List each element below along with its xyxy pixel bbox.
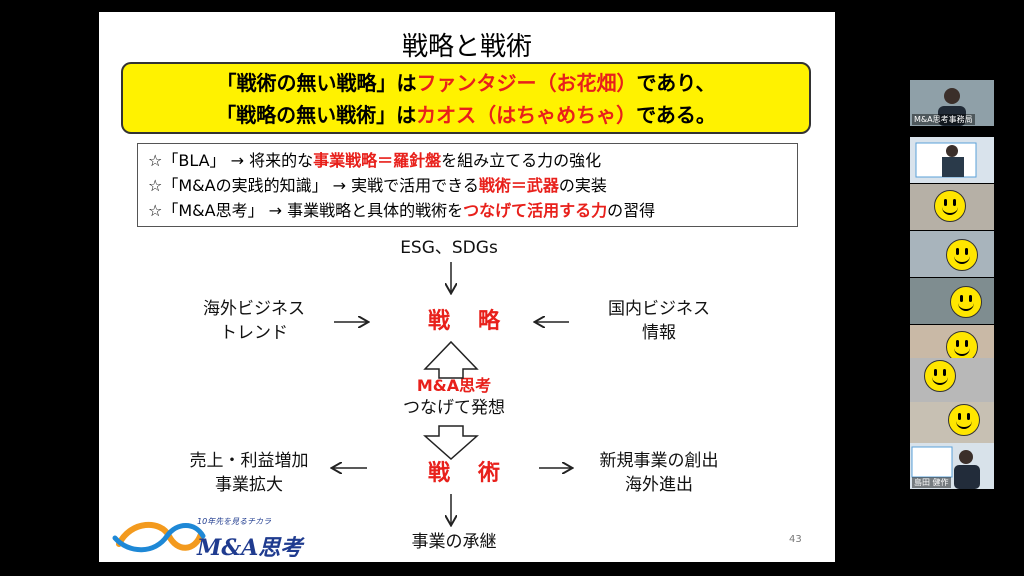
smiley-icon [950,286,982,318]
participant-tile[interactable]: 島田 健作 [910,443,994,489]
presentation-slide: 戦略と戦術 「戦術の無い戦略」はファンタジー（お花畑）であり、 「戦略の無い戦術… [99,12,835,562]
bullet-list: ☆「BLA」 → 将来的な事業戦略＝羅針盤を組み立てる力の強化 ☆「M&Aの実践… [137,143,798,227]
node-succession: 事業の承継 [411,532,497,552]
node-line: 海外ビジネス [203,299,305,319]
key-message-banner: 「戦術の無い戦略」はファンタジー（お花畑）であり、 「戦略の無い戦術」はカオス（… [121,62,811,134]
arrow-up-hollow [423,340,479,379]
banner-text: である。 [636,103,716,127]
node-line: 海外進出 [625,475,693,495]
banner-text: 「戦術の無い戦略」は [216,71,417,95]
participant-tile[interactable] [910,358,994,404]
slide-title: 戦略と戦術 [401,32,532,62]
arrow-down-hollow [423,425,479,461]
participant-tile[interactable] [910,402,994,448]
node-line: 国内ビジネス [608,299,710,319]
bullet-text: の習得 [607,201,656,220]
smiley-icon [948,404,980,436]
node-new-business: 新規事業の創出 海外進出 [569,449,749,497]
banner-line-2: 「戦略の無い戦術」はカオス（はちゃめちゃ）である。 [123,99,809,131]
node-esg-sdgs: ESG、SDGs [400,238,498,258]
bullet-item-thinking: ☆「M&A思考」 → 事業戦略と具体的戦術をつなげて活用する力の習得 [148,198,787,223]
bullet-item-knowledge: ☆「M&Aの実践的知識」 → 実戦で活用できる戦術＝武器の実装 [148,173,787,198]
smiley-icon [924,360,956,392]
bullet-text: を組み立てる力の強化 [441,151,602,170]
bullet-highlight: つなげて活用する力 [463,201,608,220]
person-icon [938,88,966,126]
node-connect-idea: つなげて発想 [403,398,505,418]
node-line: 新規事業の創出 [599,451,719,471]
bullet-text: ☆「M&Aの実践的知識」 → 実戦で活用できる [148,176,479,195]
node-tactics: 戦術 [427,461,528,486]
participant-tile[interactable] [910,231,994,277]
shared-screen-icon [915,142,977,178]
node-line: 情報 [642,323,676,343]
logo-tagline: 10年先を見るチカラ [197,517,272,526]
person-icon [911,446,980,489]
smiley-icon [946,331,978,363]
page-number: 43 [789,534,802,545]
node-domestic-info: 国内ビジネス 情報 [574,297,744,345]
smiley-icon [934,190,966,222]
participant-tile[interactable] [910,184,994,230]
node-ma-thinking: M&A思考 [416,376,492,395]
banner-line-1: 「戦術の無い戦略」はファンタジー（お花畑）であり、 [123,67,809,99]
node-sales-growth: 売上・利益増加 事業拡大 [159,449,339,497]
bullet-text: ☆「M&A思考」 → 事業戦略と具体的戦術を [148,201,464,220]
banner-text: であり、 [636,71,716,95]
participant-tile[interactable] [910,137,994,183]
node-overseas-trend: 海外ビジネス トレンド [169,297,339,345]
bullet-highlight: 事業戦略＝羅針盤 [313,151,442,170]
node-line: 事業拡大 [215,475,283,495]
participant-tile[interactable] [910,278,994,324]
banner-highlight: ファンタジー（お花畑） [416,71,637,95]
participant-name: M&A思考事務局 [912,114,975,125]
participant-name: 島田 健作 [912,477,951,488]
brand-logo-mark [112,521,206,553]
logo-name: M&A思考 [197,535,303,561]
participant-tile[interactable]: M&A思考事務局 [910,80,994,126]
smiley-icon [946,239,978,271]
node-line: 売上・利益増加 [189,451,309,471]
bullet-text: ☆「BLA」 → 将来的な [148,151,314,170]
bullet-text: の実装 [558,176,607,195]
bullet-highlight: 戦術＝武器 [478,176,559,195]
node-strategy: 戦略 [427,309,528,334]
banner-text: 「戦略の無い戦術」は [216,103,417,127]
diagram-arrows [99,262,835,562]
banner-highlight: カオス（はちゃめちゃ） [416,103,637,127]
bullet-item-bla: ☆「BLA」 → 将来的な事業戦略＝羅針盤を組み立てる力の強化 [148,148,787,173]
node-line: トレンド [220,323,288,343]
